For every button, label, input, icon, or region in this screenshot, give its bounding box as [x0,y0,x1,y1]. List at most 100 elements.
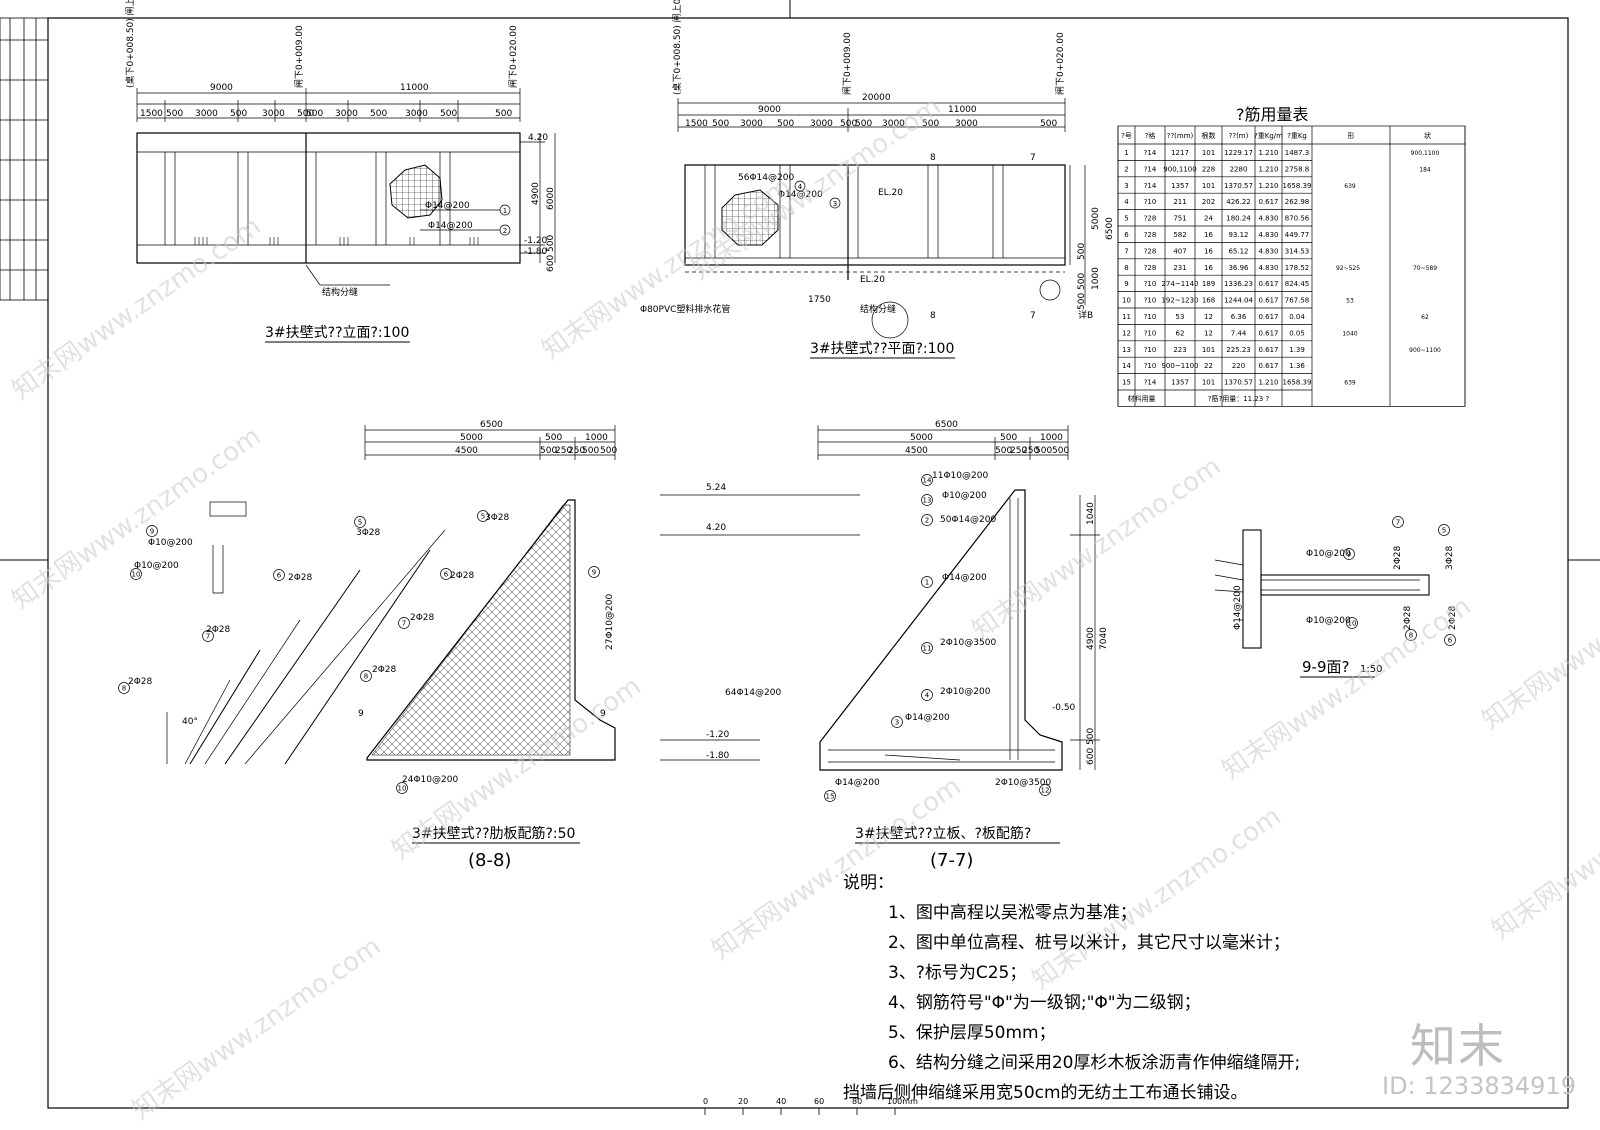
table-cell: 0.617 [1258,280,1278,288]
table-cell: 4.830 [1258,264,1278,272]
s99-scale: 1:50 [1360,664,1382,675]
elev-dim: 3000 [405,109,428,119]
s99-label-phi10-a: Φ10@200 [1306,549,1351,559]
wall-marker-11: 11 [923,645,932,653]
plan-dim: 500 [922,119,939,129]
rib-angle: 40° [182,717,198,727]
table-cell: 0.617 [1258,198,1278,206]
table-cell: 8 [1124,264,1128,272]
watermark-text: 知末网www.znzmo.com [967,451,1227,645]
wall-marker-circle [921,474,933,486]
table-cell: 14 [1122,362,1131,370]
rib-marker-circle [273,569,285,581]
rib-marker-circle [354,516,366,528]
rib-marker-circle [202,630,214,642]
rib-marker-5: 5 [358,519,362,527]
wall-marker-circle [1039,784,1051,796]
marker-1: 1 [503,207,507,215]
table-cell: 10 [1122,297,1131,305]
rib-dim-6500: 6500 [480,420,503,430]
elev-height-500: 500 [546,235,556,252]
plan-dim: 3000 [810,119,833,129]
rib-label-3phi28-b: 3Φ28 [485,513,510,523]
table-cell: 274~1140 [1161,280,1198,288]
table-shape-label: 92~525 [1336,265,1360,272]
plan-marker-4: 4 [798,183,803,191]
table-shape-label: 53 [1346,298,1354,305]
wall-marker-12: 12 [1041,787,1050,795]
table-cell: ?10 [1144,329,1157,337]
rib-dim-5000: 5000 [460,433,483,443]
wall-height-500: 500 [1086,728,1096,745]
brand-logo: 知末 [1410,1019,1506,1073]
wall-marker-1: 1 [925,579,929,587]
elev-station-1: (桌下0+008.50) 闸上0+000.00 [124,0,136,88]
table-cell: 1.210 [1258,149,1278,157]
note-item: 5、保护层厚50mm； [888,1023,1056,1043]
table-cell: 1357 [1171,182,1189,190]
elev-dim: 3000 [195,109,218,119]
table-cell: 36.96 [1228,264,1249,272]
table-cell: 1.210 [1258,379,1278,387]
s99-marker-8: 8 [1409,632,1413,640]
wall-dim-4500: 4500 [905,446,928,456]
table-cell: ?10 [1144,198,1157,206]
watermark-text: 知末网www.znzmo.com [127,931,387,1125]
rib-dim-1000: 1000 [585,433,608,443]
table-shape-label: 639 [1344,380,1356,387]
table-cell: ?14 [1144,149,1157,157]
rib-dim-4500: 4500 [455,446,478,456]
rib-marker-circle [588,566,600,578]
wall-level-n050: -0.50 [1052,703,1076,713]
table-cell: 1370.57 [1224,379,1253,387]
plan-dim: 500 [1040,119,1057,129]
table-shape-label: 639 [1344,183,1356,190]
wall-section-subtitle: (7-7) [930,850,973,871]
s99-label-2phi28-c: 2Φ28 [1448,605,1458,630]
table-cell: 1370.57 [1224,182,1253,190]
wall-section-title: 3#扶壁式??立板、?板配筋? [855,825,1031,842]
plan-dim-sub-2: 11000 [948,105,977,115]
table-cell: 1336.23 [1224,280,1253,288]
table-cell: 168 [1202,297,1215,305]
watermark-text: 知末网www.znzmo.com [1487,751,1600,945]
plan-label-el2: EL.20 [860,275,885,285]
plan-height-500a: 500 [1077,243,1087,260]
table-header: ?号 [1121,132,1132,140]
table-cell: 0.05 [1289,329,1305,337]
rib-section: Φ10@200 Φ10@200 3Φ28 2Φ28 2Φ28 2Φ28 3Φ28… [118,420,617,871]
s99-label-phi14: Φ14@200 [1233,585,1243,630]
table-cell: 11 [1122,313,1131,321]
table-cell: 12 [1122,329,1131,337]
wall-label-2phi10-3500b: 2Φ10@3500 [995,778,1051,788]
elev-dim: 3000 [335,109,358,119]
rib-dim-250b: 250 [568,446,585,456]
rib-dim-250a: 250 [555,446,572,456]
table-cell: 1.210 [1258,165,1278,173]
table-cell: ?10 [1144,313,1157,321]
table-cell: 582 [1173,231,1186,239]
elev-joint-label: 结构分缝 [322,286,358,298]
wall-label-50phi14: 50Φ14@200 [940,515,996,525]
plan-dim: 3000 [740,119,763,129]
elev-height-6000: 6000 [546,187,556,210]
rib-marker-circle [396,782,408,794]
plan-dim: 500 [712,119,729,129]
section-9-9: Φ10@200 Φ10@200 Φ14@200 2Φ28 3Φ28 2Φ28 2… [1214,516,1458,678]
table-cell: 7 [1124,247,1128,255]
wall-dim-500b: 500 [995,446,1012,456]
elev-level-mid: -1.20 [524,236,548,246]
table-cell: 900,1100 [1163,165,1196,173]
plan-height-1000: 1000 [1091,267,1101,290]
table-cell: 65.12 [1228,247,1248,255]
table-header: ??(m) [1229,132,1249,140]
table-cell: 3 [1124,182,1128,190]
plan-station-2: 闸下0+009.00 [842,32,853,95]
plan-dim: 500 [840,119,857,129]
table-cell: 2 [1124,165,1128,173]
elev-height-600: 600 [546,255,556,272]
wall-dim-1000: 1000 [1040,433,1063,443]
rib-section-subtitle: (8-8) [468,850,511,871]
rib-label-2phi28-c: 2Φ28 [128,677,153,687]
rib-section-9a: 9 [358,709,364,719]
